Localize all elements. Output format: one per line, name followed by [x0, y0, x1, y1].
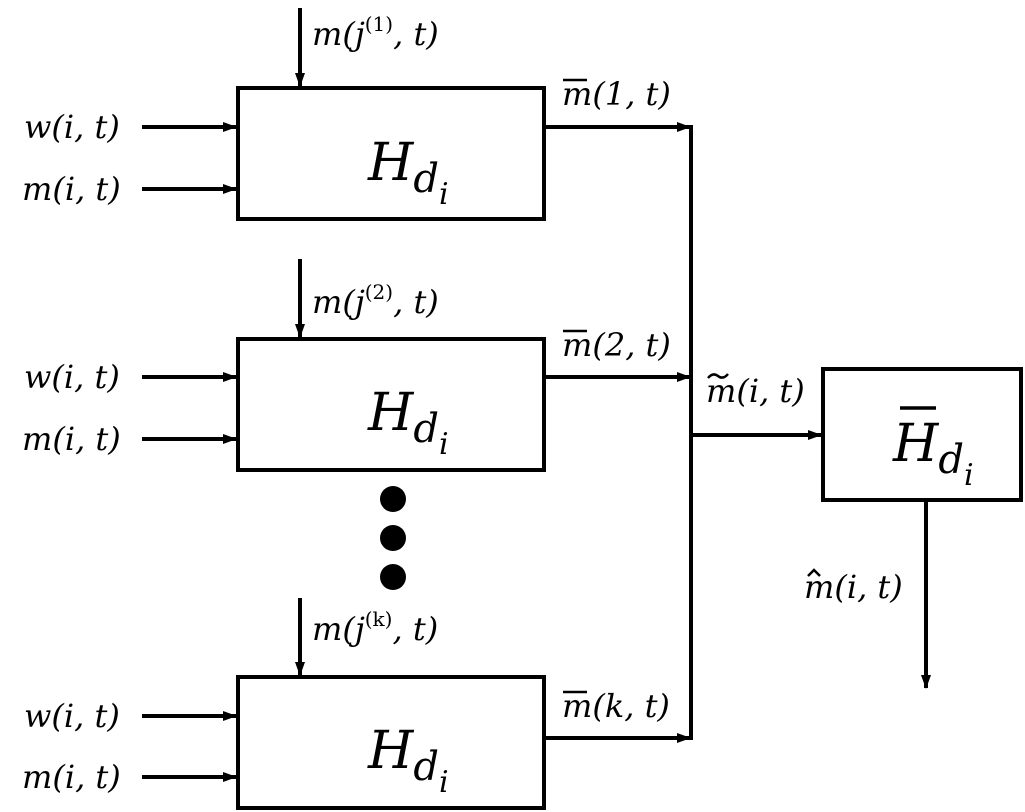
svg-text:Hdi: Hdi — [367, 133, 449, 212]
h-bar-sub: d — [938, 437, 964, 483]
h-box-1 — [236, 86, 546, 221]
dot-2 — [380, 525, 406, 551]
svg-text:Hdi: Hdi — [367, 721, 449, 800]
top-input-label-k: m(j(k), t) — [312, 607, 438, 648]
h-box-2-base: H — [367, 383, 415, 443]
h-box-1-base: H — [367, 133, 415, 193]
h-bar-box — [821, 367, 1023, 502]
h-box-2-subsub: i — [439, 427, 449, 462]
block-k: Hdi m(j(k), t) w(i, t) m(i, t) m(k, t) — [22, 598, 691, 810]
tilde-mark — [707, 373, 729, 379]
h-box-k-subsub: i — [439, 765, 449, 800]
output-label-k: m(k, t) — [562, 687, 670, 725]
block-1: Hdi m(j(1), t) w(i, t) m(i, t) m(1, t) — [22, 8, 691, 221]
h-box-1-subsub: i — [439, 177, 449, 212]
input-m-label-1: m(i, t) — [22, 170, 121, 208]
block-2: Hdi m(j(2), t) w(i, t) m(i, t) m(2, t) — [22, 259, 691, 472]
output-label-1: m(1, t) — [562, 75, 671, 113]
ellipsis-dots — [380, 486, 406, 590]
input-w-label-1: w(i, t) — [24, 108, 120, 146]
input-m-label-2: m(i, t) — [22, 420, 121, 458]
svg-text:Hdi: Hdi — [892, 414, 974, 493]
dot-1 — [380, 486, 406, 512]
h-bar-subsub: i — [964, 458, 974, 493]
svg-text:Hdi: Hdi — [367, 383, 449, 462]
h-box-1-sub: d — [413, 156, 439, 202]
h-box-k-sub: d — [413, 744, 439, 790]
h-box-k-base: H — [367, 721, 415, 781]
top-input-label-1: m(j(1), t) — [312, 12, 439, 53]
top-input-label-2: m(j(2), t) — [312, 280, 439, 321]
input-w-label-k: w(i, t) — [24, 697, 120, 735]
h-bar-base: H — [892, 414, 940, 474]
hat-mark — [807, 568, 821, 577]
input-w-label-2: w(i, t) — [24, 358, 120, 396]
h-box-2-sub: d — [413, 406, 439, 452]
input-m-label-k: m(i, t) — [22, 758, 121, 796]
h-box-2 — [236, 337, 546, 472]
final-output-label: m(i, t) — [804, 568, 903, 606]
output-label-2: m(2, t) — [562, 326, 671, 364]
dot-3 — [380, 564, 406, 590]
h-box-k — [236, 675, 546, 810]
